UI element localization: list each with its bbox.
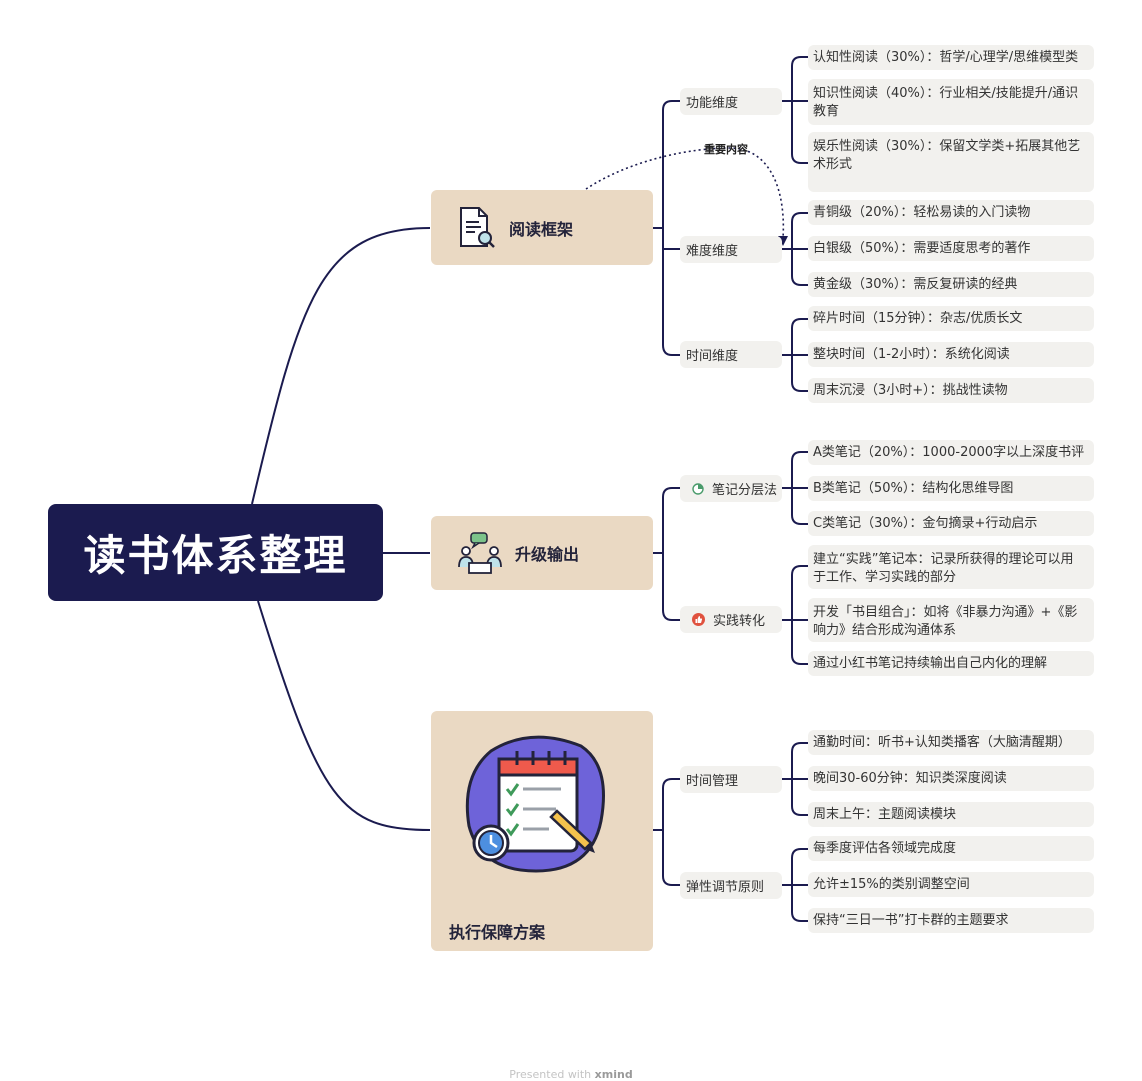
pie-chart-icon: [692, 482, 704, 495]
connector-timemgmt-leaves: [782, 742, 808, 816]
connector-func-leaves: [782, 56, 808, 164]
leaf-weekend-morning[interactable]: 周末上午：主题阅读模块: [808, 802, 1094, 827]
footer-watermark: Presented with xmind: [0, 1068, 1142, 1081]
connector-flex-leaves: [782, 848, 808, 922]
root-topic[interactable]: 读书体系整理: [48, 504, 383, 601]
branch-label: 执行保障方案: [449, 923, 546, 942]
root-title: 读书体系整理: [83, 531, 348, 580]
leaf-gold-level[interactable]: 黄金级（30%）：需反复研读的经典: [808, 272, 1094, 297]
sub-time-management[interactable]: 时间管理: [680, 766, 782, 793]
leaf-weekend-immersion[interactable]: 周末沉浸（3小时+）：挑战性读物: [808, 378, 1094, 403]
sub-function-dimension[interactable]: 功能维度: [680, 88, 782, 115]
leaf-notes-b[interactable]: B类笔记（50%）：结构化思维导图: [808, 476, 1094, 501]
leaf-book-combination[interactable]: 开发「书目组合」：如将《非暴力沟通》+《影响力》结合形成沟通体系: [808, 598, 1094, 642]
branch-reading-framework[interactable]: 阅读框架: [431, 190, 653, 265]
leaf-entertainment-reading[interactable]: 娱乐性阅读（30%）：保留文学类+拓展其他艺术形式: [808, 132, 1094, 192]
leaf-checkin-group[interactable]: 保持“三日一书”打卡群的主题要求: [808, 908, 1094, 933]
leaf-fragment-time[interactable]: 碎片时间（15分钟）：杂志/优质长文: [808, 306, 1094, 331]
connector-root-reading: [251, 227, 431, 505]
leaf-notes-c[interactable]: C类笔记（30%）：金句摘录+行动启示: [808, 511, 1094, 536]
leaf-practice-notebook[interactable]: 建立“实践”笔记本：记录所获得的理论可以用于工作、学习实践的部分: [808, 545, 1094, 589]
connector-root-exec: [257, 600, 431, 831]
connector-time-leaves: [782, 318, 808, 392]
connector-reading-subs: [653, 100, 680, 356]
document-search-icon: [457, 206, 497, 250]
sub-flexible-adjustment[interactable]: 弹性调节原则: [680, 872, 782, 899]
sub-note-layering[interactable]: 笔记分层法: [680, 475, 782, 502]
annotation-important: 重要内容: [704, 143, 748, 156]
leaf-quarterly-review[interactable]: 每季度评估各领域完成度: [808, 836, 1094, 861]
leaf-block-time[interactable]: 整块时间（1-2小时）：系统化阅读: [808, 342, 1094, 367]
sub-time-dimension[interactable]: 时间维度: [680, 341, 782, 368]
footer-prefix: Presented with: [509, 1068, 592, 1081]
leaf-silver-level[interactable]: 白银级（50%）：需要适度思考的著作: [808, 236, 1094, 261]
annotation-relation-line: [585, 147, 785, 239]
thumbs-up-icon: [692, 613, 705, 626]
branch-label: 升级输出: [515, 545, 580, 564]
connector-notes-leaves: [782, 451, 808, 525]
checklist-calendar-icon: [461, 731, 611, 881]
footer-brand: xmind: [594, 1068, 633, 1081]
sub-difficulty-dimension[interactable]: 难度维度: [680, 236, 782, 263]
connector-output-subs: [653, 487, 680, 621]
sub-practice-conversion[interactable]: 实践转化: [680, 606, 782, 633]
leaf-bronze-level[interactable]: 青铜级（20%）：轻松易读的入门读物: [808, 200, 1094, 225]
leaf-notes-a[interactable]: A类笔记（20%）：1000-2000字以上深度书评: [808, 440, 1094, 465]
leaf-category-adjustment[interactable]: 允许±15%的类别调整空间: [808, 872, 1094, 897]
leaf-cognitive-reading[interactable]: 认知性阅读（30%）：哲学/心理学/思维模型类: [808, 45, 1094, 70]
discussion-icon: [457, 531, 503, 575]
connector-exec-subs: [653, 778, 680, 886]
branch-execution-plan[interactable]: 执行保障方案: [431, 711, 653, 951]
leaf-evening-reading[interactable]: 晚间30-60分钟：知识类深度阅读: [808, 766, 1094, 791]
branch-upgrade-output[interactable]: 升级输出: [431, 516, 653, 590]
branch-label: 阅读框架: [509, 219, 574, 239]
connector-diff-leaves: [782, 212, 808, 286]
leaf-commute-time[interactable]: 通勤时间：听书+认知类播客（大脑清醒期）: [808, 730, 1094, 755]
leaf-xiaohongshu-output[interactable]: 通过小红书笔记持续输出自己内化的理解: [808, 651, 1094, 676]
leaf-knowledge-reading[interactable]: 知识性阅读（40%）：行业相关/技能提升/通识教育: [808, 79, 1094, 125]
connector-practice-leaves: [782, 565, 808, 665]
